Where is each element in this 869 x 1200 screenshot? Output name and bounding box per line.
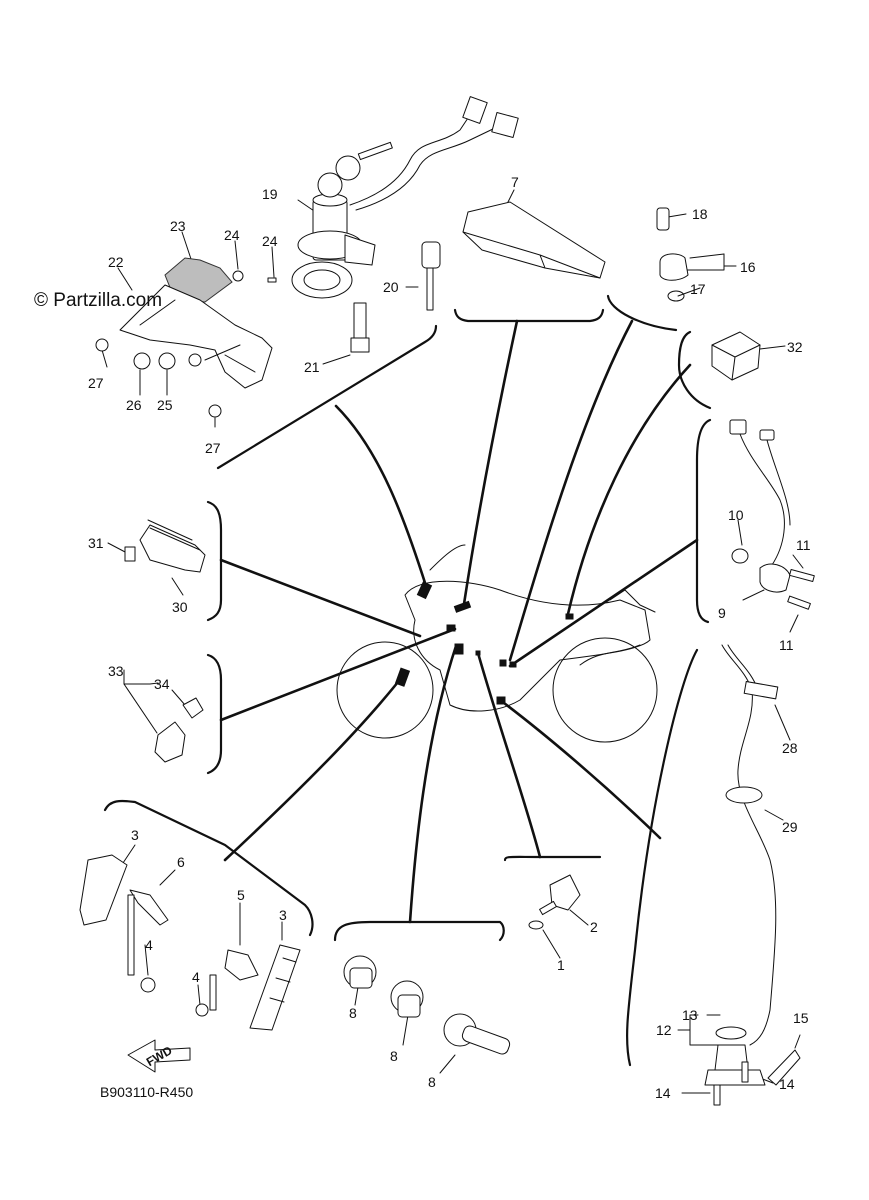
reflector-assembly [79, 854, 301, 1073]
callout-8: 8 [349, 1005, 357, 1021]
motorcycle-outline [336, 544, 658, 743]
callout-3: 3 [279, 907, 287, 923]
ignition-switch-assembly [291, 96, 519, 353]
callout-27: 27 [205, 440, 221, 456]
connector-33-assembly [154, 697, 204, 763]
speed-sensor-assembly [704, 644, 801, 1106]
callout-21: 21 [304, 359, 320, 375]
callout-34: 34 [154, 676, 170, 692]
callout-12: 12 [656, 1022, 672, 1038]
callout-16: 16 [740, 259, 756, 275]
callout-11: 11 [796, 537, 811, 553]
switch-30-assembly [124, 519, 206, 573]
ecu-unit [462, 201, 606, 279]
callout-5: 5 [237, 887, 245, 903]
sensor-9-assembly [729, 419, 815, 610]
callout-22: 22 [108, 254, 124, 270]
callout-32: 32 [787, 339, 803, 355]
callout-9: 9 [718, 605, 726, 621]
callout-24: 24 [224, 227, 240, 243]
callout-25: 25 [157, 397, 173, 413]
callout-8: 8 [390, 1048, 398, 1064]
callout-10: 10 [728, 507, 744, 523]
callout-33: 33 [108, 663, 124, 679]
leader-lines [219, 319, 699, 924]
diagram-code: B903110-R450 [100, 1084, 193, 1100]
callout-3: 3 [131, 827, 139, 843]
callout-26: 26 [126, 397, 142, 413]
callout-28: 28 [782, 740, 798, 756]
callout-18: 18 [692, 206, 708, 222]
callout-17: 17 [690, 281, 706, 297]
callout-31: 31 [88, 535, 104, 551]
callout-27: 27 [88, 375, 104, 391]
group-frames [103, 294, 712, 1067]
callout-4: 4 [145, 937, 153, 953]
callout-29: 29 [782, 819, 798, 835]
callout-2: 2 [590, 919, 598, 935]
callout-4: 4 [192, 969, 200, 985]
callout-15: 15 [793, 1010, 809, 1026]
sensor-16-assembly [656, 207, 689, 302]
bulb-socket-assembly [343, 955, 511, 1055]
relay-32 [711, 331, 761, 381]
callout-14: 14 [655, 1085, 671, 1101]
callout-23: 23 [170, 218, 186, 234]
callout-19: 19 [262, 186, 278, 202]
callout-11: 11 [779, 637, 794, 653]
sensor-2-assembly [528, 874, 581, 930]
callout-1: 1 [557, 957, 565, 973]
callout-7: 7 [511, 174, 519, 190]
callout-13: 13 [682, 1007, 698, 1023]
callout-6: 6 [177, 854, 185, 870]
callout-24: 24 [262, 233, 278, 249]
footrest-bracket-assembly [95, 257, 277, 418]
callout-8: 8 [428, 1074, 436, 1090]
watermark: © Partzilla.com [34, 290, 162, 311]
callout-14: 14 [779, 1076, 795, 1092]
callout-20: 20 [383, 279, 399, 295]
callout-30: 30 [172, 599, 188, 615]
